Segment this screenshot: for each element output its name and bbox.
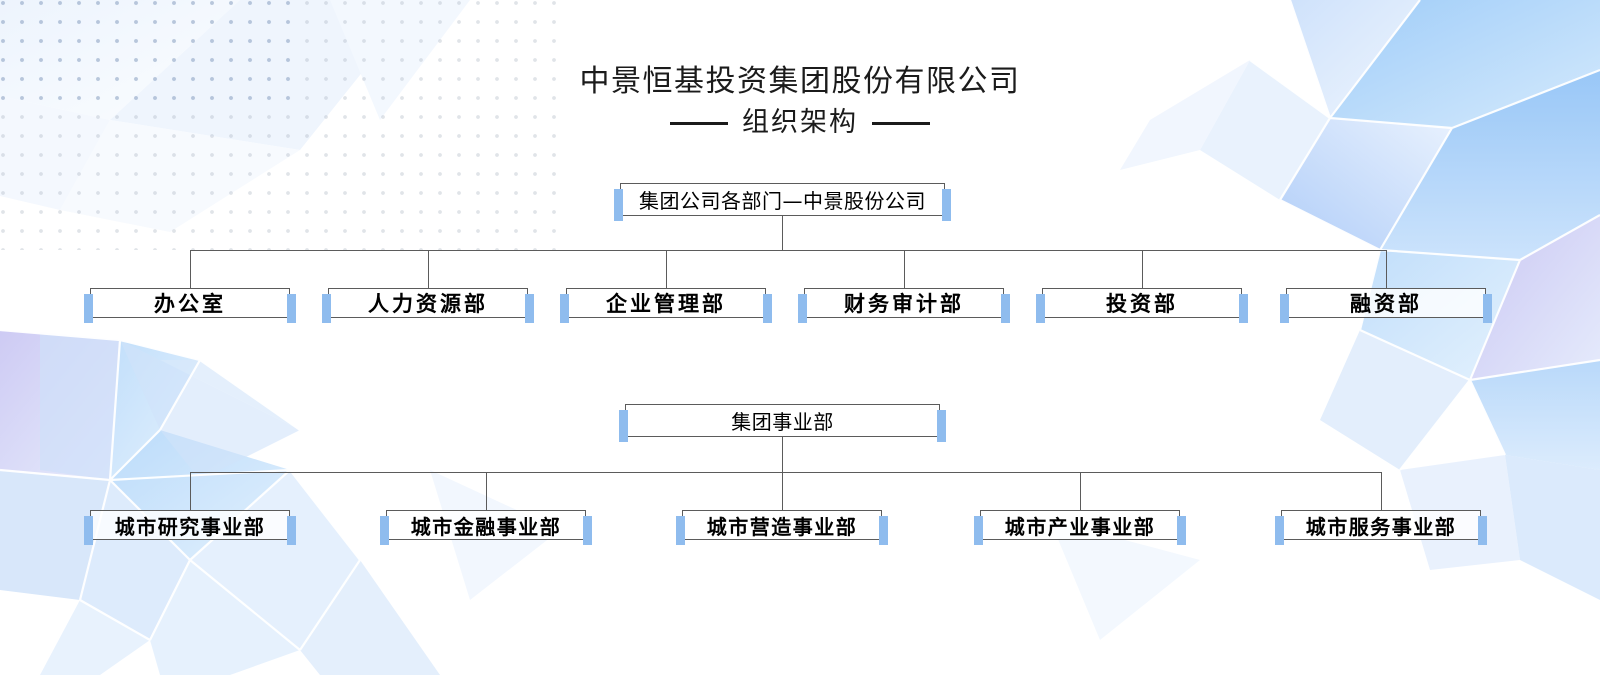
rule-left-decoration <box>670 121 728 125</box>
connector-mid-stem <box>782 437 783 472</box>
connector-drop-d1 <box>190 250 191 288</box>
node-division-urban-service[interactable]: 城市服务事业部 <box>1275 510 1487 545</box>
node-label: 城市产业事业部 <box>1004 514 1156 539</box>
connector-drop-b1 <box>190 472 191 510</box>
chart-subtitle: 组织架构 <box>742 107 858 138</box>
halftone-dot-pattern-overlay <box>0 0 300 115</box>
connector-root-stem <box>782 216 783 250</box>
connector-drop-b4 <box>1080 472 1081 510</box>
node-division-urban-research[interactable]: 城市研究事业部 <box>84 510 296 545</box>
rule-right-decoration <box>872 121 930 125</box>
node-department-enterprise-management[interactable]: 企业管理部 <box>560 288 772 323</box>
connector-drop-d2 <box>428 250 429 288</box>
node-division-urban-construction[interactable]: 城市营造事业部 <box>676 510 888 545</box>
chart-subtitle-row: 组织架构 <box>0 104 1600 142</box>
node-department-hr[interactable]: 人力资源部 <box>322 288 534 323</box>
node-department-office[interactable]: 办公室 <box>84 288 296 323</box>
node-label: 融资部 <box>1350 291 1422 316</box>
connector-bus-level1 <box>190 250 1386 251</box>
node-label: 财务审计部 <box>844 291 964 316</box>
connector-bus-level3 <box>190 472 1381 473</box>
node-department-finance-audit[interactable]: 财务审计部 <box>798 288 1010 323</box>
halftone-dot-pattern <box>0 0 560 250</box>
connector-drop-b2 <box>486 472 487 510</box>
node-label: 人力资源部 <box>368 291 488 316</box>
chart-header: 中景恒基投资集团股份有限公司 组织架构 <box>0 62 1600 142</box>
node-label: 投资部 <box>1106 291 1178 316</box>
node-division-urban-finance[interactable]: 城市金融事业部 <box>380 510 592 545</box>
node-label: 城市服务事业部 <box>1305 514 1457 539</box>
connector-drop-d3 <box>666 250 667 288</box>
connector-drop-d5 <box>1142 250 1143 288</box>
connector-drop-b3 <box>782 472 783 510</box>
node-department-investment[interactable]: 投资部 <box>1036 288 1248 323</box>
node-group-business-division[interactable]: 集团事业部 <box>619 404 946 442</box>
node-label: 城市金融事业部 <box>410 514 562 539</box>
connector-drop-b5 <box>1381 472 1382 510</box>
node-label: 企业管理部 <box>606 291 726 316</box>
connector-drop-d4 <box>904 250 905 288</box>
node-root[interactable]: 集团公司各部门—中景股份公司 <box>614 183 951 221</box>
node-division-urban-industry[interactable]: 城市产业事业部 <box>974 510 1186 545</box>
node-root-label: 集团公司各部门—中景股份公司 <box>639 189 926 213</box>
node-label: 集团事业部 <box>731 410 834 434</box>
node-label: 城市研究事业部 <box>114 514 266 539</box>
connector-drop-d6 <box>1386 250 1387 288</box>
page-title: 中景恒基投资集团股份有限公司 <box>579 64 1021 99</box>
node-label: 城市营造事业部 <box>706 514 858 539</box>
node-label: 办公室 <box>154 291 226 316</box>
node-department-financing[interactable]: 融资部 <box>1280 288 1492 323</box>
